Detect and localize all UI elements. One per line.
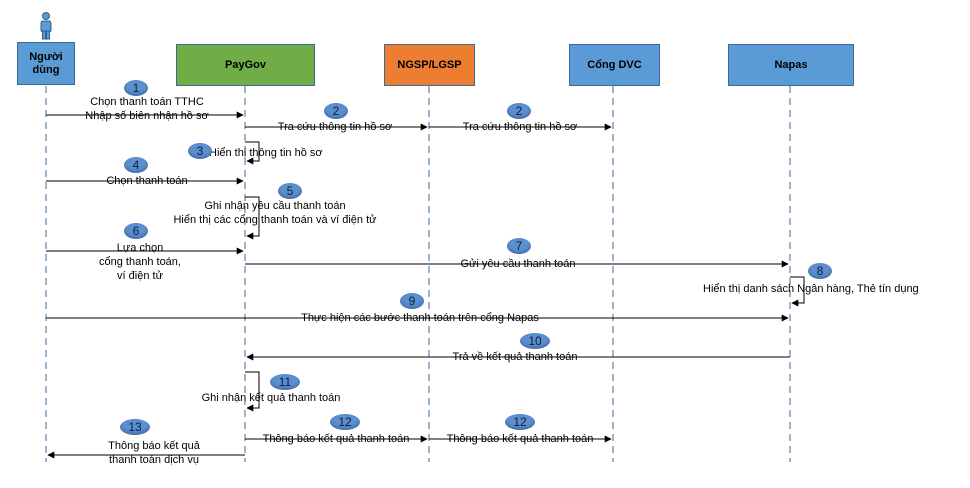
step-6-badge: 6 [124,223,148,239]
step-2b-label: Tra cứu thông tin hồ sơ [462,121,578,133]
step-3-label: Hiển thị thông tin hồ sơ [209,147,323,159]
step-1-label: Chọn thanh toán TTHC Nhập số biên nhận h… [85,96,209,122]
step-10-label: Trả về kết quả thanh toán [452,351,578,363]
actor-congdvc-label: Cổng DVC [587,58,642,71]
step-13-badge: 13 [120,419,150,435]
step-11-label: Ghi nhận kết quả thanh toán [201,392,341,404]
step-9-badge: 9 [400,293,424,309]
step-5-label: Ghi nhận yêu cầu thanh toán Hiển thị các… [173,200,377,226]
step-2b-badge: 2 [507,103,531,119]
step-7-label: Gửi yêu cầu thanh toán [460,258,576,270]
actor-napas: Napas [728,44,854,86]
step-2a-label: Tra cứu thông tin hồ sơ [277,121,393,133]
arrow-step-11 [245,371,260,412]
actor-ngsp: NGSP/LGSP [384,44,475,86]
actor-congdvc: Cổng DVC [569,44,660,86]
step-11-badge: 11 [270,374,300,390]
actor-paygov-label: PayGov [225,58,266,71]
step-2a-badge: 2 [324,103,348,119]
actor-user: Người dùng [17,42,75,85]
step-9-label: Thực hiện các bước thanh toán trên cổng … [301,312,539,324]
step-6-label: Lựa chọn cổng thanh toán, ví điện tử [99,242,181,282]
actor-user-label: Người dùng [29,50,63,76]
arrow-step-8 [790,276,805,307]
step-12b-badge: 12 [505,414,535,430]
actor-paygov: PayGov [176,44,315,86]
arrow-step-3 [245,141,260,165]
step-5-badge: 5 [278,183,302,199]
actor-ngsp-label: NGSP/LGSP [397,58,462,71]
step-12a-badge: 12 [330,414,360,430]
step-8-badge: 8 [808,263,832,279]
step-12a-label: Thông báo kết quả thanh toán [262,433,410,445]
step-12b-label: Thông báo kết quả thanh toán [446,433,594,445]
step-8-label: Hiển thị danh sách Ngân hàng, Thẻ tín dụ… [703,283,919,295]
step-4-label: Chọn thanh toán [106,175,188,187]
step-13-label: Thông báo kết quả thanh toán dịch vụ [108,440,200,466]
step-3-badge: 3 [188,143,212,159]
step-10-badge: 10 [520,333,550,349]
step-4-badge: 4 [124,157,148,173]
step-1-badge: 1 [124,80,148,96]
arrow-step-5 [245,196,260,240]
person-icon [40,12,52,40]
step-7-badge: 7 [507,238,531,254]
actor-napas-label: Napas [774,58,808,71]
